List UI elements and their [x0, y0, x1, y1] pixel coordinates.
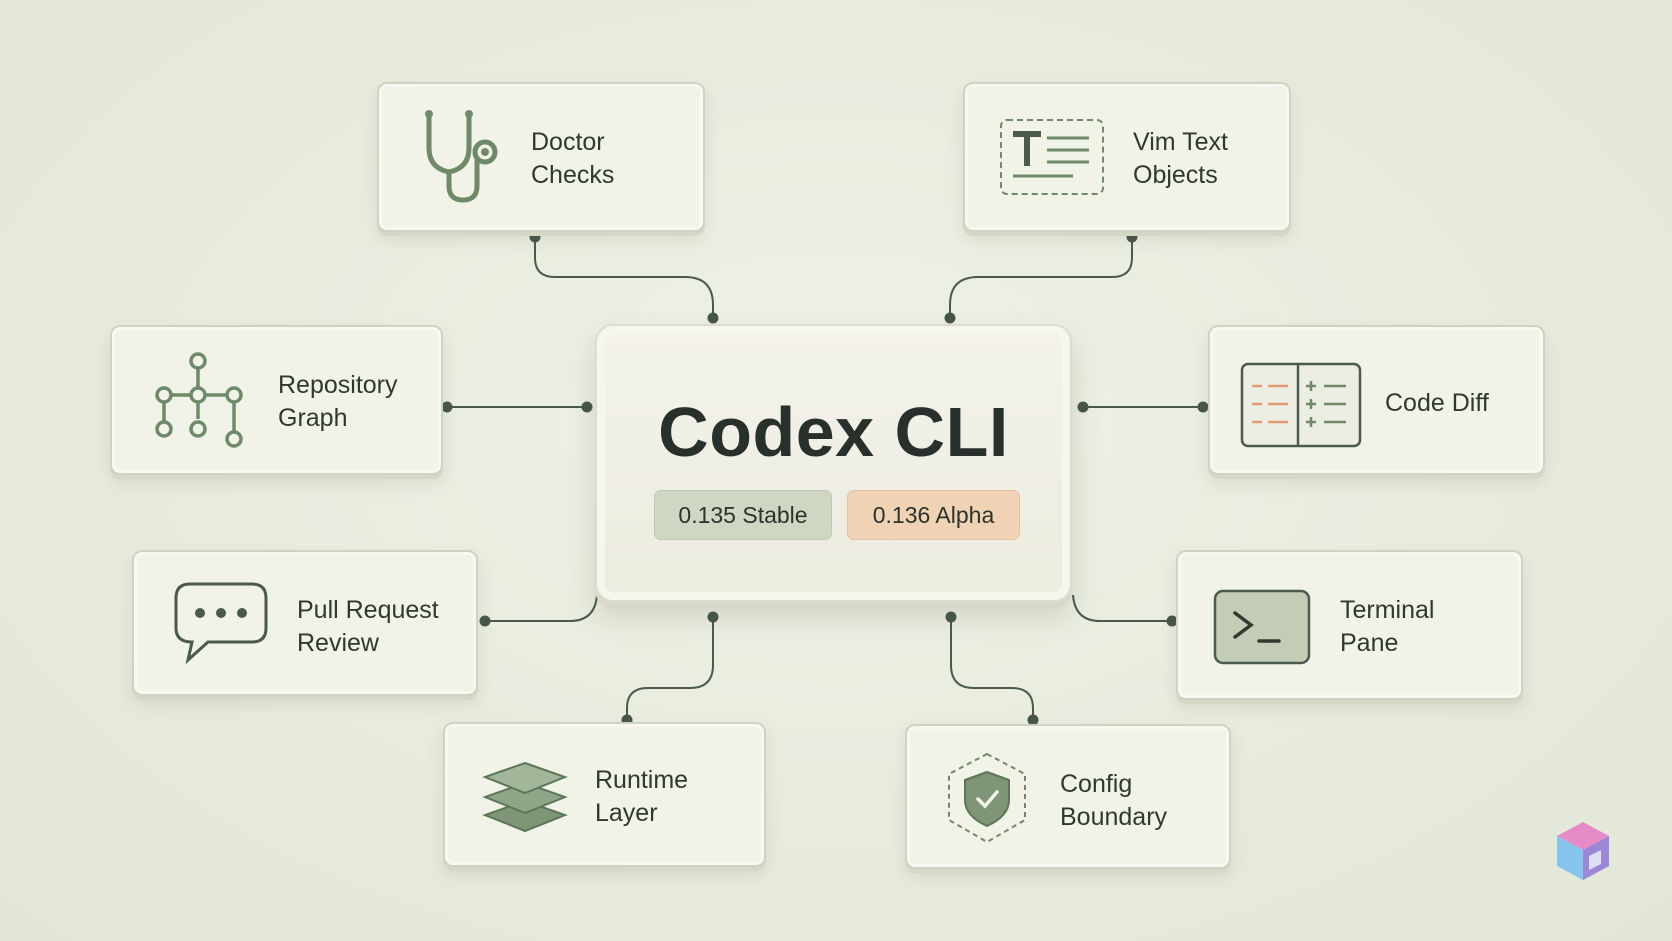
link-pull-request-review: [485, 594, 598, 622]
diff-icon: [1240, 362, 1362, 453]
terminal-icon: [1213, 589, 1311, 672]
cube-logo-icon: [1555, 820, 1611, 887]
node-label: Vim Text Objects: [1133, 128, 1228, 189]
node-label: Runtime Layer: [595, 766, 689, 827]
center-node-codex-cli[interactable]: Codex CLI 0.135 Stable 0.136 Alpha: [595, 324, 1072, 602]
node-code-diff[interactable]: Code Diff: [1208, 325, 1545, 475]
link-vim-text-objects: [949, 237, 1133, 318]
link-terminal-pane: [1072, 594, 1172, 622]
text-object-icon: [997, 116, 1107, 203]
node-label: Code Diff: [1385, 389, 1489, 417]
node-label: Repository Graph: [278, 371, 398, 432]
stethoscope-icon: [419, 108, 509, 213]
node-runtime-layer[interactable]: Runtime Layer: [443, 722, 766, 867]
link-runtime-layer: [626, 617, 714, 720]
node-config-boundary[interactable]: Config Boundary: [905, 724, 1231, 869]
node-terminal-pane[interactable]: Terminal Pane: [1176, 550, 1523, 700]
node-label: Pull Request Review: [297, 596, 439, 657]
node-repository-graph[interactable]: Repository Graph: [110, 325, 443, 475]
link-config-boundary: [950, 617, 1034, 720]
node-doctor-checks[interactable]: Doctor Checks: [377, 82, 705, 232]
alpha-version-badge[interactable]: 0.136 Alpha: [847, 490, 1020, 540]
chat-bubble-icon: [172, 580, 272, 671]
node-label: Doctor Checks: [531, 128, 615, 189]
shield-icon: [943, 750, 1031, 851]
node-pull-request-review[interactable]: Pull Request Review: [132, 550, 478, 696]
node-label: Terminal Pane: [1340, 596, 1435, 657]
node-vim-text-objects[interactable]: Vim Text Objects: [963, 82, 1291, 232]
stable-version-badge[interactable]: 0.135 Stable: [654, 490, 832, 540]
graph-icon: [152, 349, 252, 458]
link-doctor-checks: [534, 237, 714, 318]
layers-icon: [481, 749, 569, 844]
center-title: Codex CLI: [658, 393, 1009, 471]
node-label: Config Boundary: [1060, 770, 1168, 831]
